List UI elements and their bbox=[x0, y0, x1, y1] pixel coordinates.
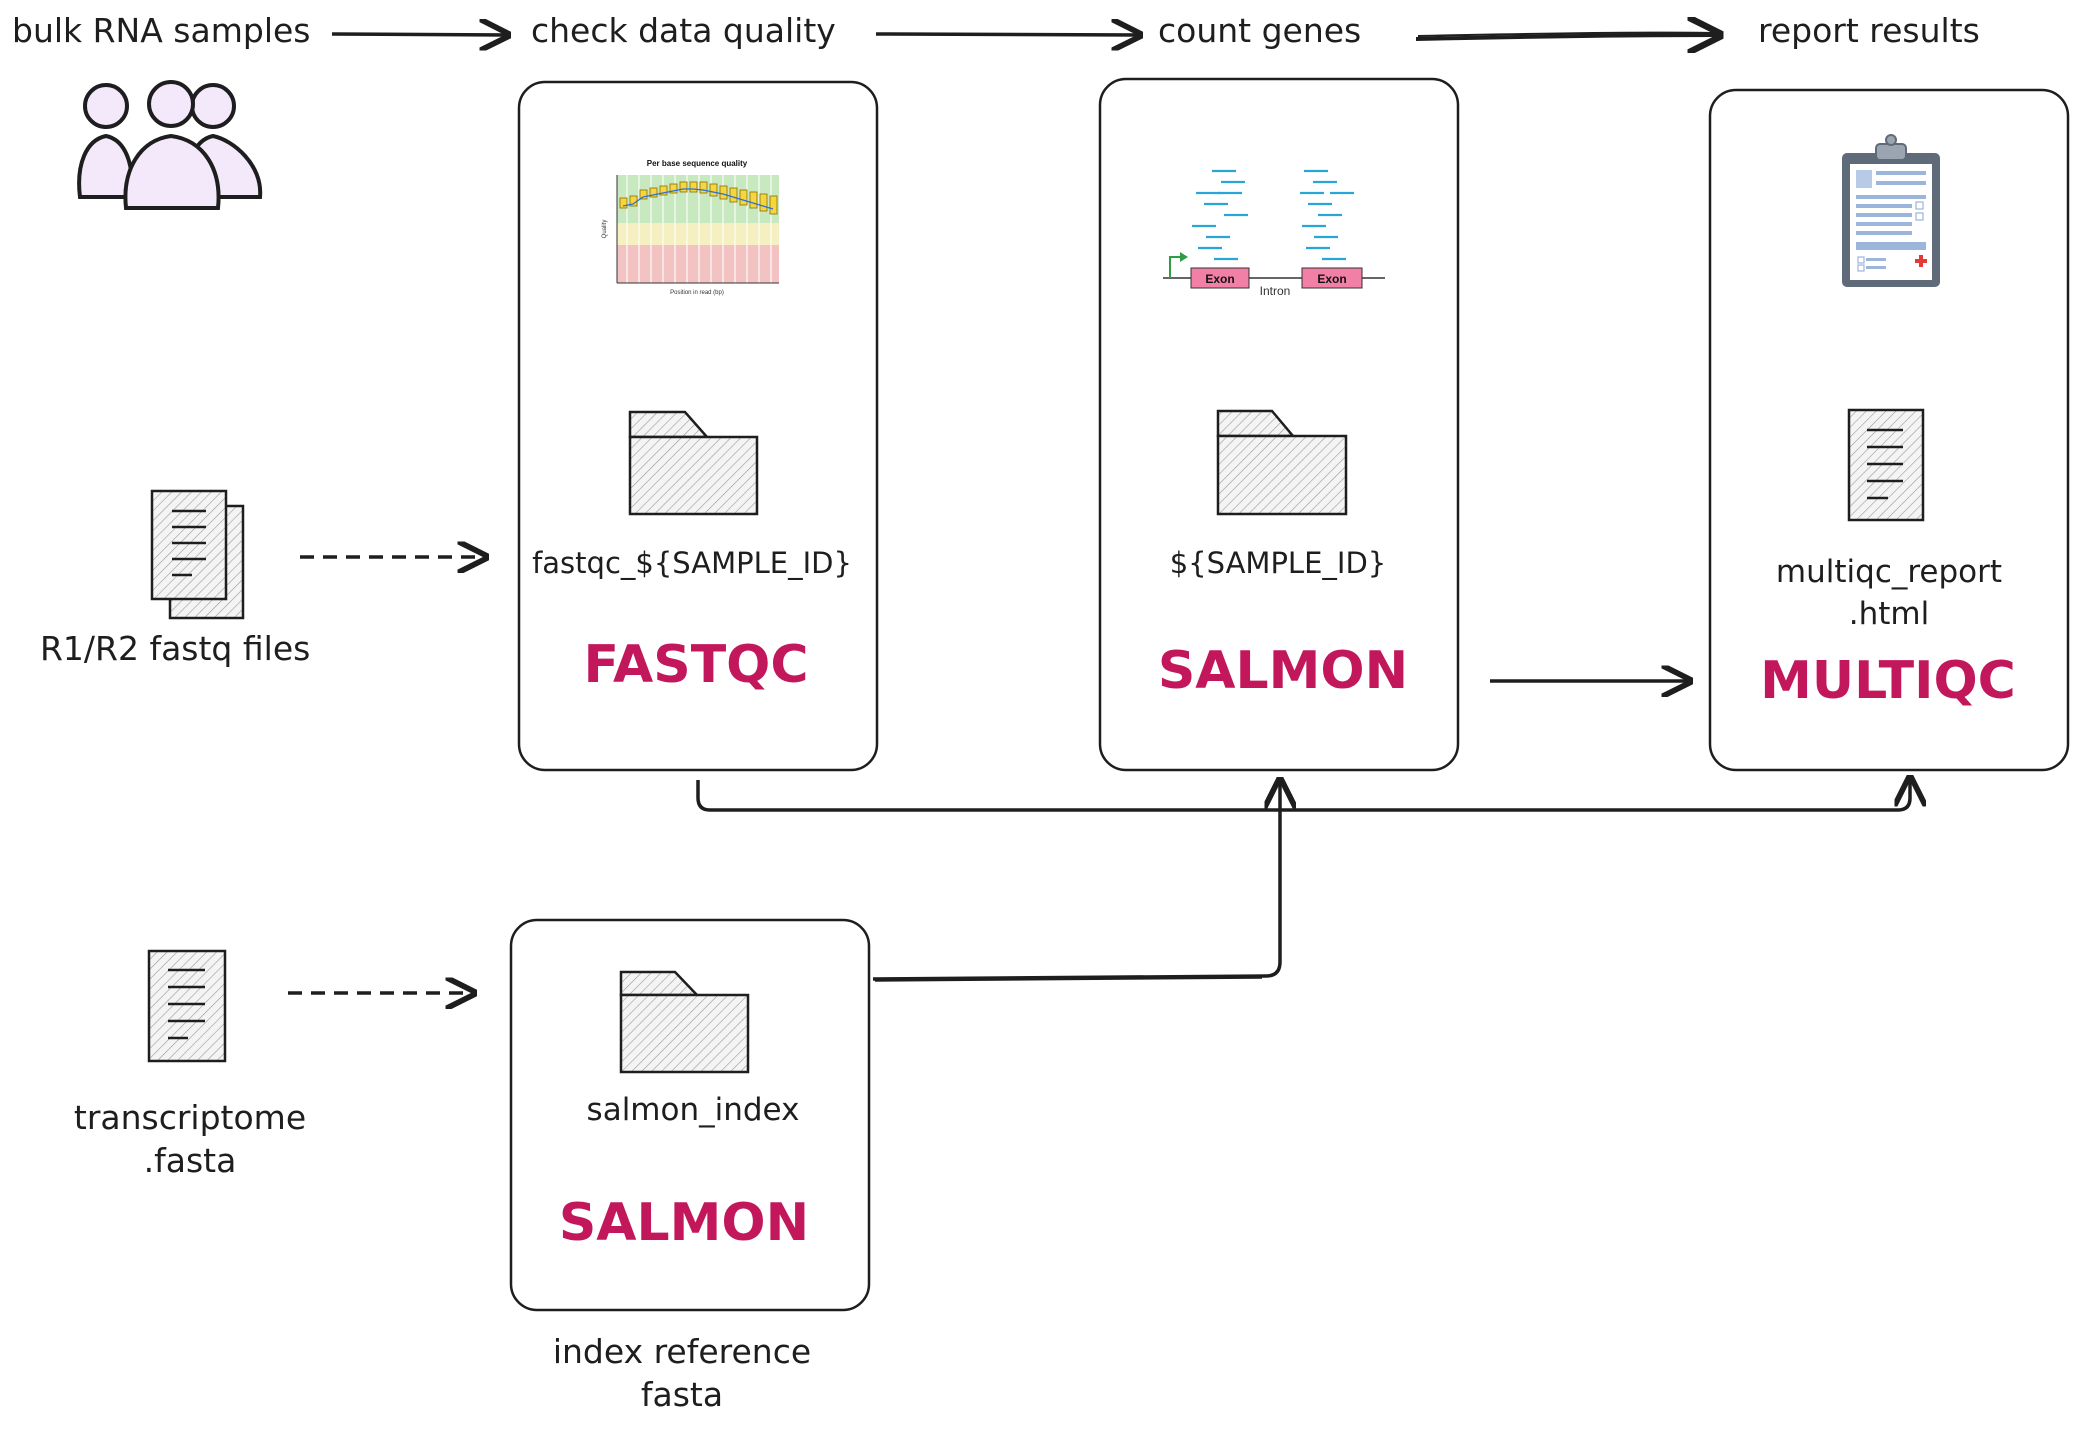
salmon-index-tool-name: SALMON bbox=[559, 1193, 809, 1253]
header-arrow-3 bbox=[1415, 35, 1720, 39]
salmon-index-caption-line2: fasta bbox=[641, 1375, 723, 1414]
fastqc-output-folder-icon bbox=[628, 410, 759, 516]
stage-label-report: report results bbox=[1758, 11, 1980, 50]
salmon-quant-tool-name: SALMON bbox=[1158, 641, 1408, 701]
fastqc-tool-name: FASTQC bbox=[583, 635, 808, 695]
transcriptome-label-line1: transcriptome bbox=[74, 1098, 306, 1137]
salmon-quant-output-folder-icon bbox=[1216, 409, 1348, 516]
fastq-files-icon bbox=[150, 489, 245, 620]
gene-model-illustration: Exon Exon Intron bbox=[1163, 169, 1385, 298]
exon-label-1: Exon bbox=[1205, 272, 1234, 286]
salmon-index-caption-line1: index reference bbox=[553, 1332, 811, 1371]
intron-label: Intron bbox=[1260, 284, 1291, 298]
quality-plot-title: Per base sequence quality bbox=[647, 159, 748, 168]
multiqc-output-label-line2: .html bbox=[1849, 596, 1929, 632]
index-to-salmon-connector-sketch bbox=[874, 977, 1263, 982]
salmon-index-box[interactable] bbox=[509, 918, 871, 1312]
transcriptome-label-line2: .fasta bbox=[144, 1141, 237, 1180]
salmon-quant-output-label: ${SAMPLE_ID} bbox=[1170, 546, 1387, 580]
quality-plot-xlabel: Position in read (bp) bbox=[670, 290, 724, 296]
fastq-label: R1/R2 fastq files bbox=[40, 629, 310, 668]
exon-label-2: Exon bbox=[1317, 272, 1346, 286]
multiqc-output-label-line1: multiqc_report bbox=[1776, 554, 2002, 590]
header-arrow-1 bbox=[331, 34, 508, 35]
stage-label-count: count genes bbox=[1158, 11, 1361, 50]
people-icon bbox=[77, 80, 263, 210]
clipboard-report-icon bbox=[1842, 134, 1940, 287]
quality-plot-thumbnail: Per base sequence quality Quality Pos bbox=[602, 159, 779, 296]
quality-plot-ylabel: Quality bbox=[602, 220, 608, 239]
multiqc-tool-name: MULTIQC bbox=[1760, 651, 2016, 711]
header-arrow-3-sketch bbox=[1417, 31, 1719, 37]
fastqc-to-multiqc-connector bbox=[696, 778, 1910, 812]
index-to-salmon-connector bbox=[872, 780, 1280, 981]
multiqc-report-file-icon bbox=[1847, 408, 1925, 522]
salmon-index-folder-icon bbox=[619, 970, 750, 1074]
salmon-index-output-label: salmon_index bbox=[587, 1092, 800, 1128]
stage-label-quality: check data quality bbox=[531, 11, 836, 50]
transcriptome-file-icon bbox=[147, 949, 227, 1063]
fastqc-output-label: fastqc_${SAMPLE_ID} bbox=[532, 546, 852, 580]
stage-label-input: bulk RNA samples bbox=[12, 11, 310, 50]
header-arrow-2 bbox=[875, 34, 1140, 35]
